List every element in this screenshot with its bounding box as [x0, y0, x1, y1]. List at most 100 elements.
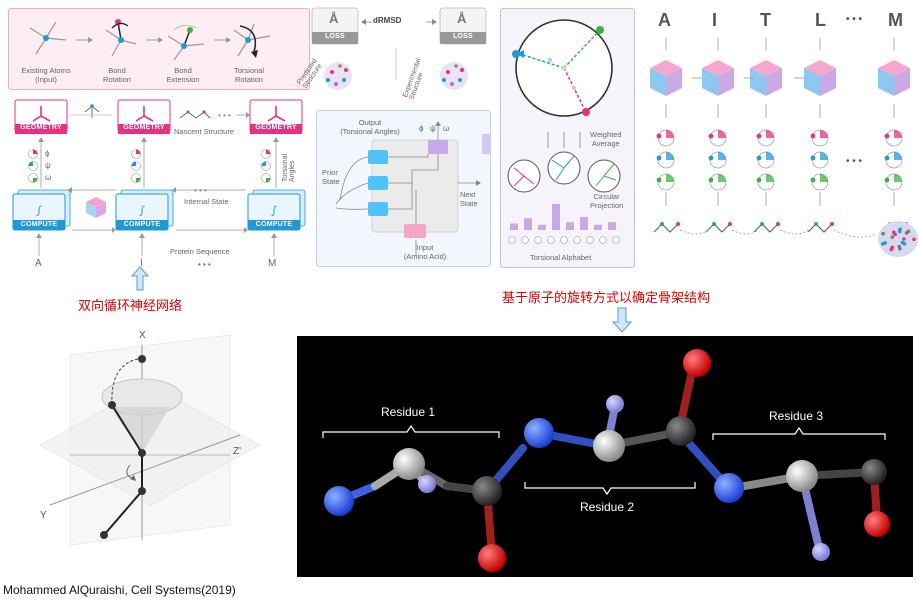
structure-cube-left [650, 68, 666, 96]
experimental-structure-cloud [440, 62, 468, 90]
seq-header-a: A [658, 10, 671, 30]
down-arrow [611, 307, 633, 333]
svg-text:∫: ∫ [36, 204, 42, 217]
protein-sequence-label: Protein Sequence [170, 247, 230, 256]
seq-ellipsis: • • • [198, 260, 211, 269]
predicted-structure-cloud [324, 62, 352, 90]
step-label-3: Bond Extension [166, 66, 200, 84]
angle-circles-2 [131, 149, 141, 183]
lstm-input-label: Input (Amino Acid) [403, 243, 447, 261]
loss-block-experimental [439, 7, 487, 45]
lstm-phi: ϕ [419, 124, 424, 133]
angle-circles-1 [28, 149, 38, 183]
seq-header-i: I [712, 10, 718, 30]
phi-symbol-1: ϕ [45, 149, 50, 158]
svg-text:• • •: • • • [218, 111, 231, 120]
loss-block-predicted [311, 7, 359, 45]
angle-dial-fill [820, 174, 828, 182]
atom-c2 [666, 416, 696, 446]
geometry-label-2: GEOMETRY [123, 124, 165, 131]
atom-ca2 [593, 430, 625, 462]
bond-rotation-icon [105, 19, 137, 57]
atom-n3 [714, 473, 744, 503]
psi-symbol-1: ψ [45, 161, 51, 170]
alphabet-bars [510, 204, 616, 230]
internal-state-label: Internal State [184, 197, 229, 206]
atom-c1 [472, 476, 502, 506]
compute-block-1: ∫ [12, 189, 71, 231]
rnn-panel: Existing Atoms (Input) Bond Rotation Bon… [0, 0, 310, 275]
angle-dial-fill [894, 174, 902, 182]
geometry-label-1: GEOMETRY [20, 124, 62, 131]
angle-dial-fill [666, 174, 674, 182]
angle-dial-fill [820, 152, 828, 160]
seq-letter-m: M [268, 258, 277, 269]
seq-header-t: T [760, 10, 771, 30]
atom-ca3 [786, 460, 818, 492]
compute-block-2: ∫ [115, 189, 174, 231]
alphabet-bar [524, 218, 532, 230]
geometry-label-3: GEOMETRY [255, 124, 297, 131]
backbone-fragment [705, 223, 731, 233]
structure-cube-left [804, 68, 820, 96]
angle-dial-fill [894, 152, 902, 160]
small-structure-icon-2 [179, 110, 211, 119]
step-label-2: Bond Rotation [103, 66, 131, 84]
brace-residue2 [524, 482, 696, 496]
structure-cube-left [750, 68, 766, 96]
angle-dial-fill [894, 130, 902, 138]
structure-cube-right [820, 68, 836, 96]
angle-dial-fill [766, 152, 774, 160]
residue2-label: Residue 2 [580, 500, 635, 514]
axis-x-label: X [139, 330, 146, 341]
brace-residue3 [712, 426, 886, 440]
seq-header-l: L [815, 10, 826, 30]
geometry-blocks: • • • ∫ [12, 99, 306, 256]
backbone-fragment [807, 223, 833, 233]
sequence-ellipsis: • • • [846, 156, 863, 167]
torsional-alphabet-label: Torsional Alphabet [530, 253, 592, 262]
angle-dial-fill [766, 130, 774, 138]
circular-projection-label: Circular Projection [590, 192, 624, 210]
compute-label-2: COMPUTE [123, 221, 161, 228]
small-structure-icon-1 [84, 104, 100, 118]
svg-text:∫: ∫ [139, 204, 145, 217]
step-label-4: Torsional Rotation [233, 66, 264, 84]
angle-dial-fill [820, 130, 828, 138]
nascent-structure-label: Nascent Structure [174, 127, 235, 136]
structure-cube-right [666, 68, 682, 96]
alphabet-symbols [508, 236, 620, 244]
sequence-diagram: • • • [650, 38, 918, 257]
angle-dial-fill [718, 152, 726, 160]
seq-letter-i: I [140, 258, 143, 269]
atom-steps-diagram [29, 19, 271, 61]
rotation-method-annotation: 基于原子的旋转方式以确定骨架结构 [502, 291, 711, 306]
residue3-label: Residue 3 [769, 409, 824, 423]
omega-symbol-1: ω [45, 173, 52, 182]
citation: Mohammed AlQuraishi, Cell Systems(2019) [3, 583, 236, 597]
alphabet-bar [538, 224, 546, 230]
alphabet-diagram [507, 19, 621, 244]
angle-circles-3 [261, 149, 271, 183]
structure-cube-right [894, 68, 910, 96]
structure-cube-left [878, 68, 894, 96]
alphabet-bar [608, 222, 616, 230]
angle-dial-fill [766, 174, 774, 182]
torsional-angles-label: Torsional Angles [282, 153, 296, 182]
alphabet-bar [552, 204, 560, 230]
axis-y-label: Y [40, 510, 47, 521]
svg-text:• • •: • • • [194, 186, 207, 195]
alphabet-bar [594, 224, 602, 230]
weighted-average-label: Weighted Average [590, 130, 622, 148]
folded-protein [878, 221, 918, 257]
atoms-input-icon [29, 21, 67, 55]
geometry-block-2 [117, 99, 171, 134]
backbone-fragment [653, 223, 679, 233]
axes3d-diagram [39, 334, 261, 546]
backbone-fragment [753, 223, 779, 233]
mini-cube-icon [86, 197, 106, 218]
atom-n1 [324, 486, 354, 516]
atom-h3 [812, 543, 830, 561]
atom-o1 [478, 544, 506, 572]
angstrom-symbol-1: Å [329, 11, 339, 26]
